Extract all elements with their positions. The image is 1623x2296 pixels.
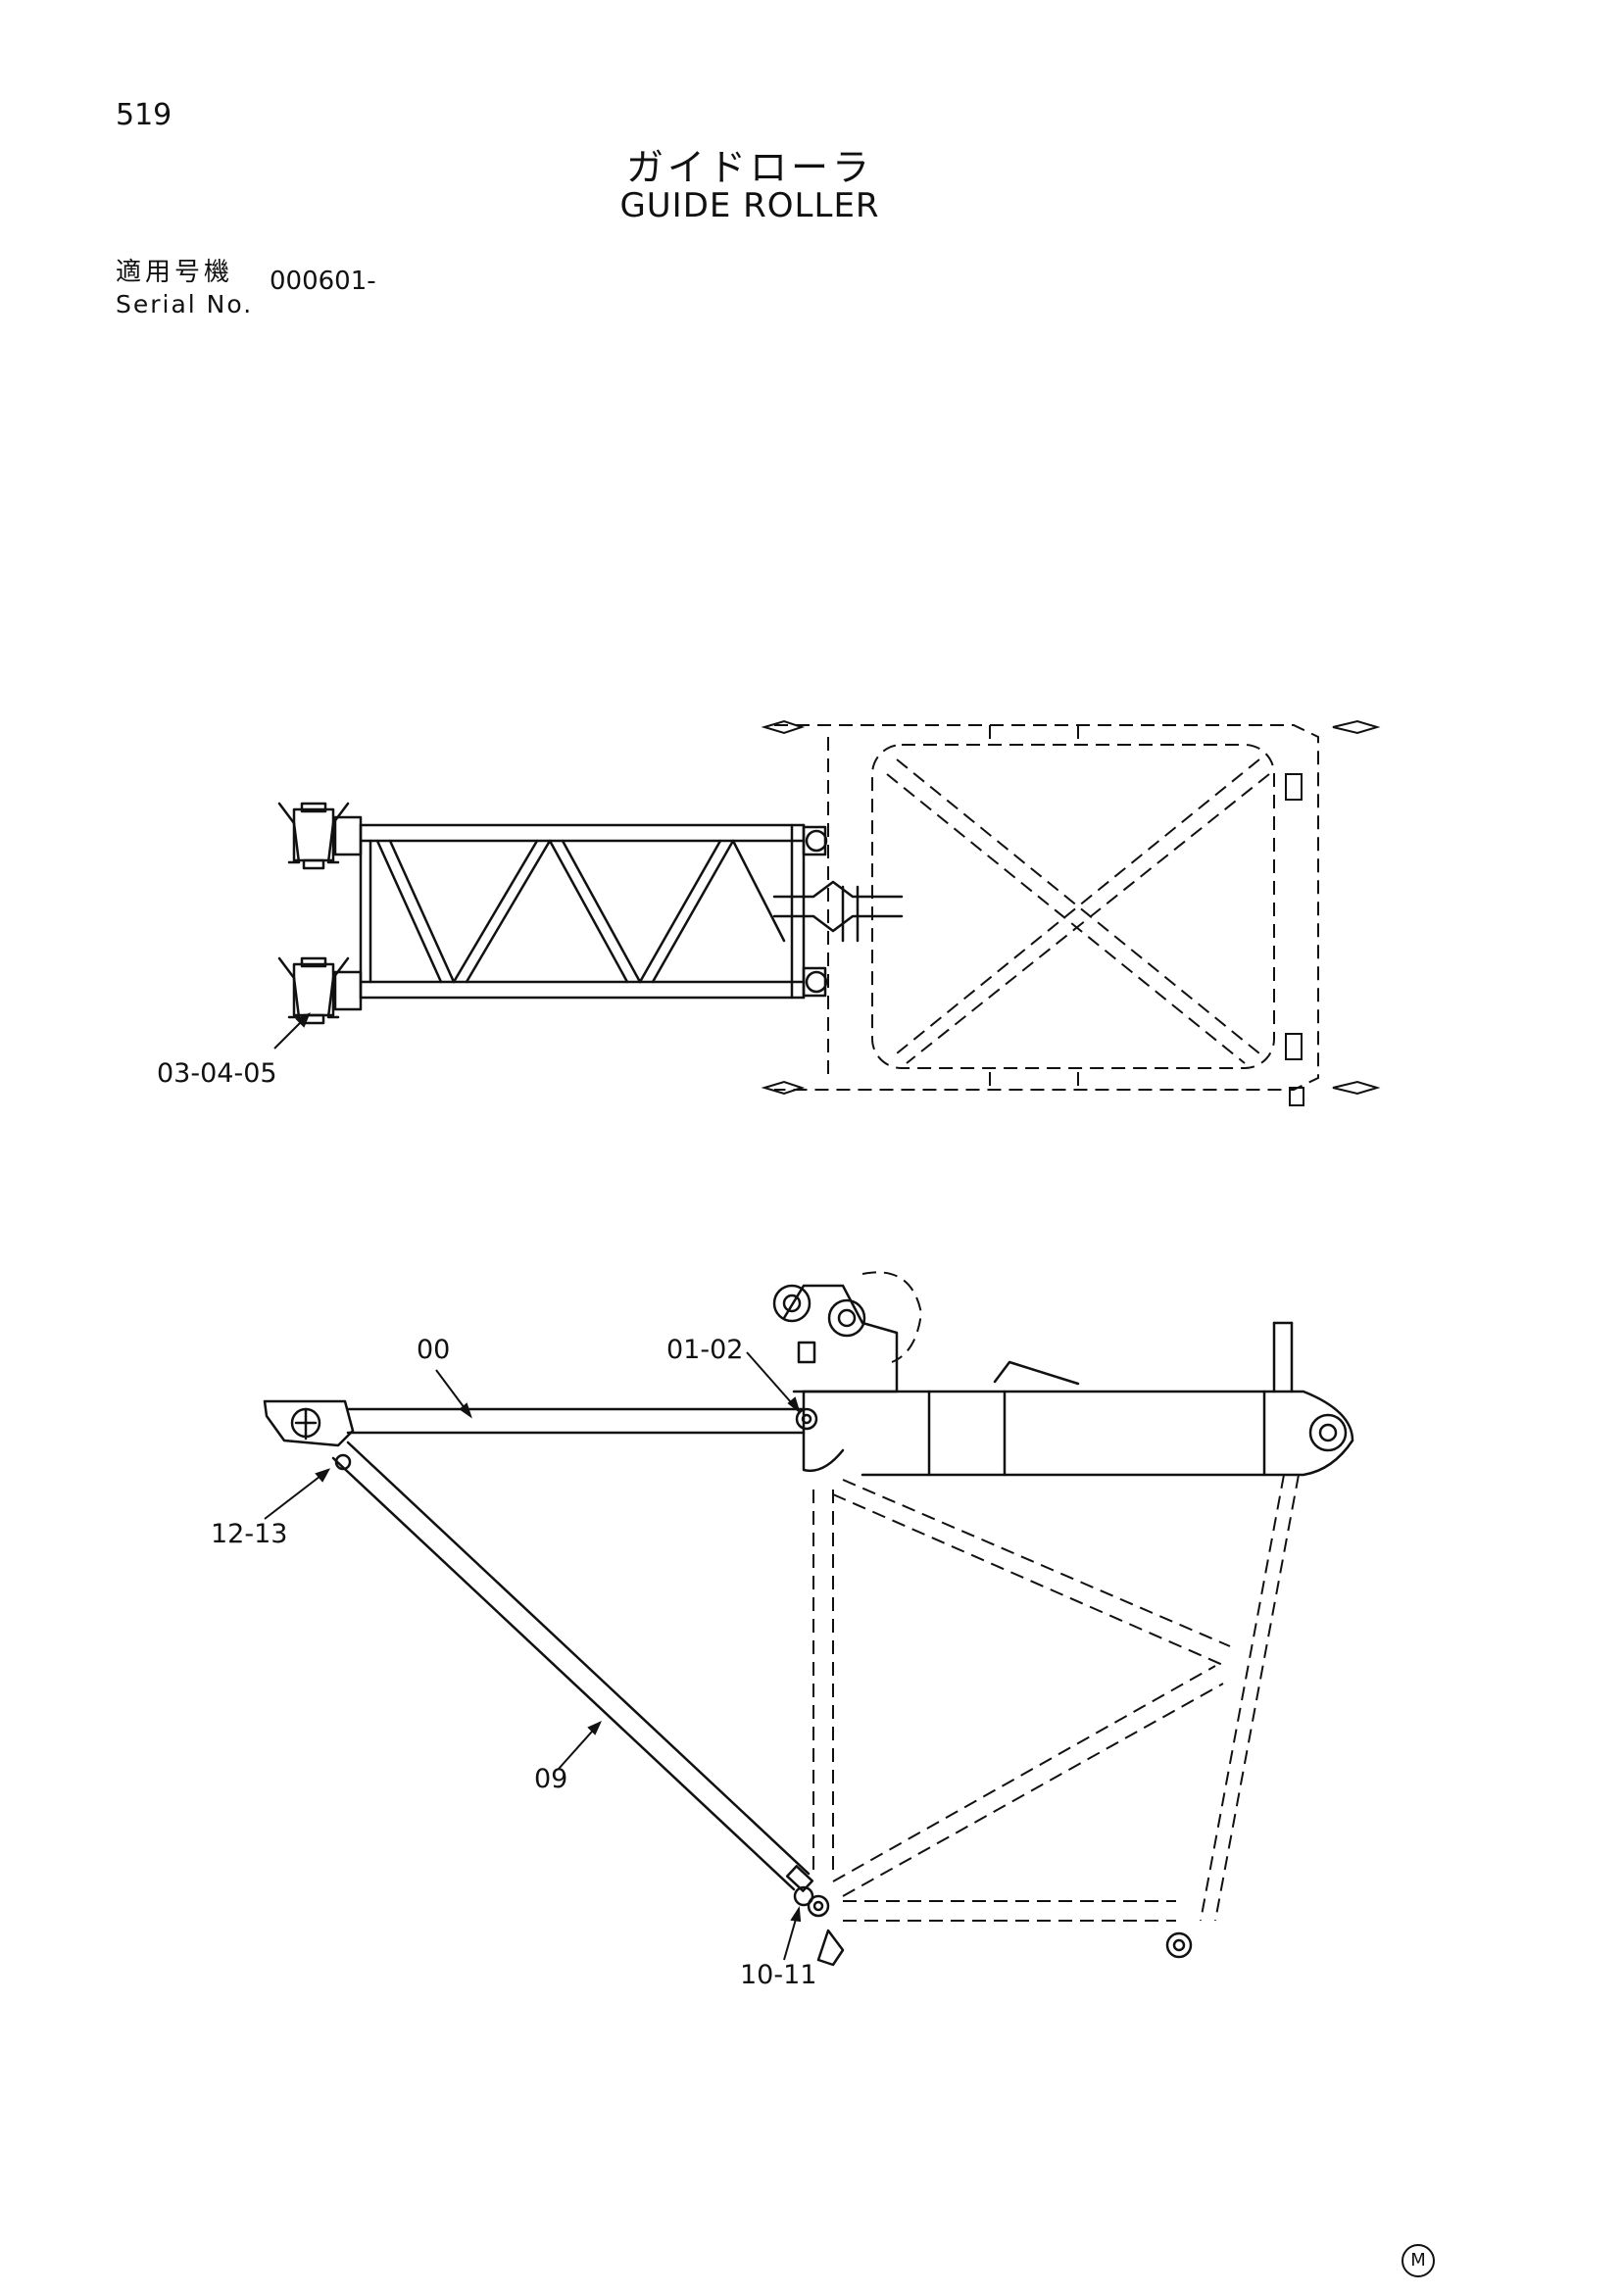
- serial-label: Serial No.: [116, 290, 254, 318]
- callout-10-11: 10-11: [740, 1960, 817, 1990]
- callout-01-02: 01-02: [666, 1335, 744, 1365]
- page-title-japanese: ガイドローラ: [625, 146, 873, 189]
- callout-leaders: [264, 1012, 802, 1961]
- frame-side-view: [812, 1271, 1300, 1922]
- callout-09: 09: [534, 1764, 568, 1794]
- frame-top-view: [774, 724, 1319, 1091]
- callout-00: 00: [417, 1335, 451, 1365]
- roller-lower: [277, 956, 363, 1025]
- truss-top-view: [359, 823, 806, 1000]
- callout-12-13: 12-13: [211, 1519, 288, 1549]
- roller-upper: [277, 802, 363, 870]
- page-number: 519: [116, 98, 172, 132]
- serial-value: 000601-: [270, 267, 376, 296]
- serial-label-japanese: 適用号機: [116, 258, 234, 287]
- frame-pins: [761, 719, 1381, 1106]
- callout-03-04-05: 03-04-05: [157, 1058, 277, 1089]
- main-column: [772, 1284, 1354, 1477]
- circled-m-mark: M: [1402, 2244, 1435, 2277]
- guide-arm: [263, 1399, 806, 1447]
- page-title: GUIDE ROLLER: [619, 186, 880, 225]
- support-strut: [331, 1441, 814, 1907]
